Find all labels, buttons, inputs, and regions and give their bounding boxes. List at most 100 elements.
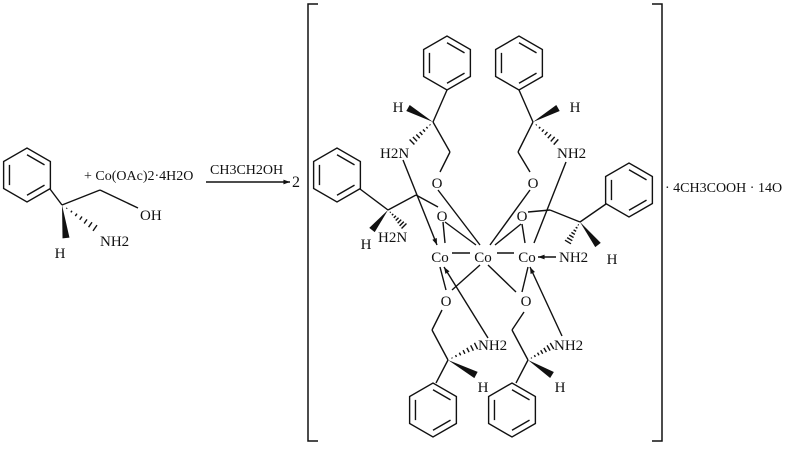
double-bond [628,169,647,181]
hash-bond [550,136,556,142]
hash-bond [536,352,540,356]
double-bond [336,184,355,196]
cobalt-right-label: Co [518,250,536,266]
hydrogen-label: H [570,100,581,116]
hash-bond [79,216,83,221]
amine-label-top-left: H2N [380,146,409,162]
bonds-layer [2,3,663,442]
bond [387,194,417,211]
coordinate-bond [529,266,563,337]
right-bracket [652,3,663,442]
double-bond [446,42,465,54]
benzene-ring [487,382,537,438]
arrow-head [283,179,290,185]
hash-bond [473,342,479,350]
hash-bond [393,215,397,219]
bond [442,221,446,244]
bond [431,309,443,331]
bond [494,223,522,246]
hash-bond [395,217,400,222]
oxygen-label: O [432,176,443,192]
bond [487,264,517,293]
hash-bond [538,126,541,129]
hash-bond [541,128,545,133]
wedge-bond [406,104,433,122]
benzene-ring [312,147,362,203]
hash-bond [87,221,93,228]
cobalt-center-label: Co [474,250,492,266]
bond [431,329,449,361]
hash-bond [419,131,423,136]
wedge-bond [369,210,388,233]
hash-bond [543,347,548,353]
bond [432,121,451,153]
hash-bond [454,354,458,358]
hash-bond [564,239,572,245]
amine-label-top-right: NH2 [557,146,586,162]
hash-bond [92,224,98,232]
hydrogen-label: H [555,380,566,396]
hash-bond [573,229,577,232]
benzene-ring [408,382,458,438]
wedge-bond [62,205,70,239]
bond [432,89,448,123]
hash-bond [74,213,78,217]
bond [533,161,567,244]
bond [439,266,447,291]
bond [451,264,481,291]
coordinate-bond [443,266,489,339]
hash-bond [458,352,462,356]
bond [517,151,531,173]
bond [49,188,63,206]
hash-bond [549,342,555,350]
oxygen-label: O [441,294,452,310]
solvate-formula: · 4CH3COOH · 14O [665,181,782,196]
double-bond [628,199,647,211]
hash-bond [397,219,402,224]
bond [359,188,389,211]
oxygen-label: O [528,176,539,192]
hash-bond [540,349,544,355]
bond [489,189,531,246]
hash-bond [571,231,576,236]
wedge-bond [448,360,478,379]
hash-bond [401,223,407,229]
hash-bond [535,124,538,126]
amine-label-bottom-left: NH2 [478,338,507,354]
amine-label-bottom-right: NH2 [554,338,583,354]
cobalt-acetate-reagent: + Co(OAc)2·4H2O [84,169,193,184]
bond [435,359,449,384]
hash-bond [533,354,536,358]
hash-bond [470,345,474,351]
oxygen-label: O [437,209,448,225]
bond [515,359,529,384]
bond [437,189,481,246]
amine-label-left: H2N [378,230,407,246]
hash-bond [566,236,573,242]
hash-bond [409,138,415,146]
bond [511,311,525,331]
double-bond [336,154,355,166]
benzene-ring [494,35,544,91]
bond [511,329,529,361]
double-bond [432,389,451,401]
amine-label-right: NH2 [559,250,588,266]
hash-bond [462,349,466,355]
arrow-head [432,238,437,245]
benzene-ring [422,35,472,91]
double-bond [26,154,45,166]
hash-bond [547,133,552,139]
double-bond [518,72,537,84]
bond [521,266,529,293]
benzene-ring [604,162,654,218]
reactant-h-label: H [55,246,66,262]
hydrogen-label: H [393,100,404,116]
hash-bond [399,221,405,227]
hash-bond [530,357,533,359]
coordinate-bond [402,159,438,246]
hash-bond [412,136,418,142]
bond [517,121,534,153]
double-bond [511,419,530,431]
